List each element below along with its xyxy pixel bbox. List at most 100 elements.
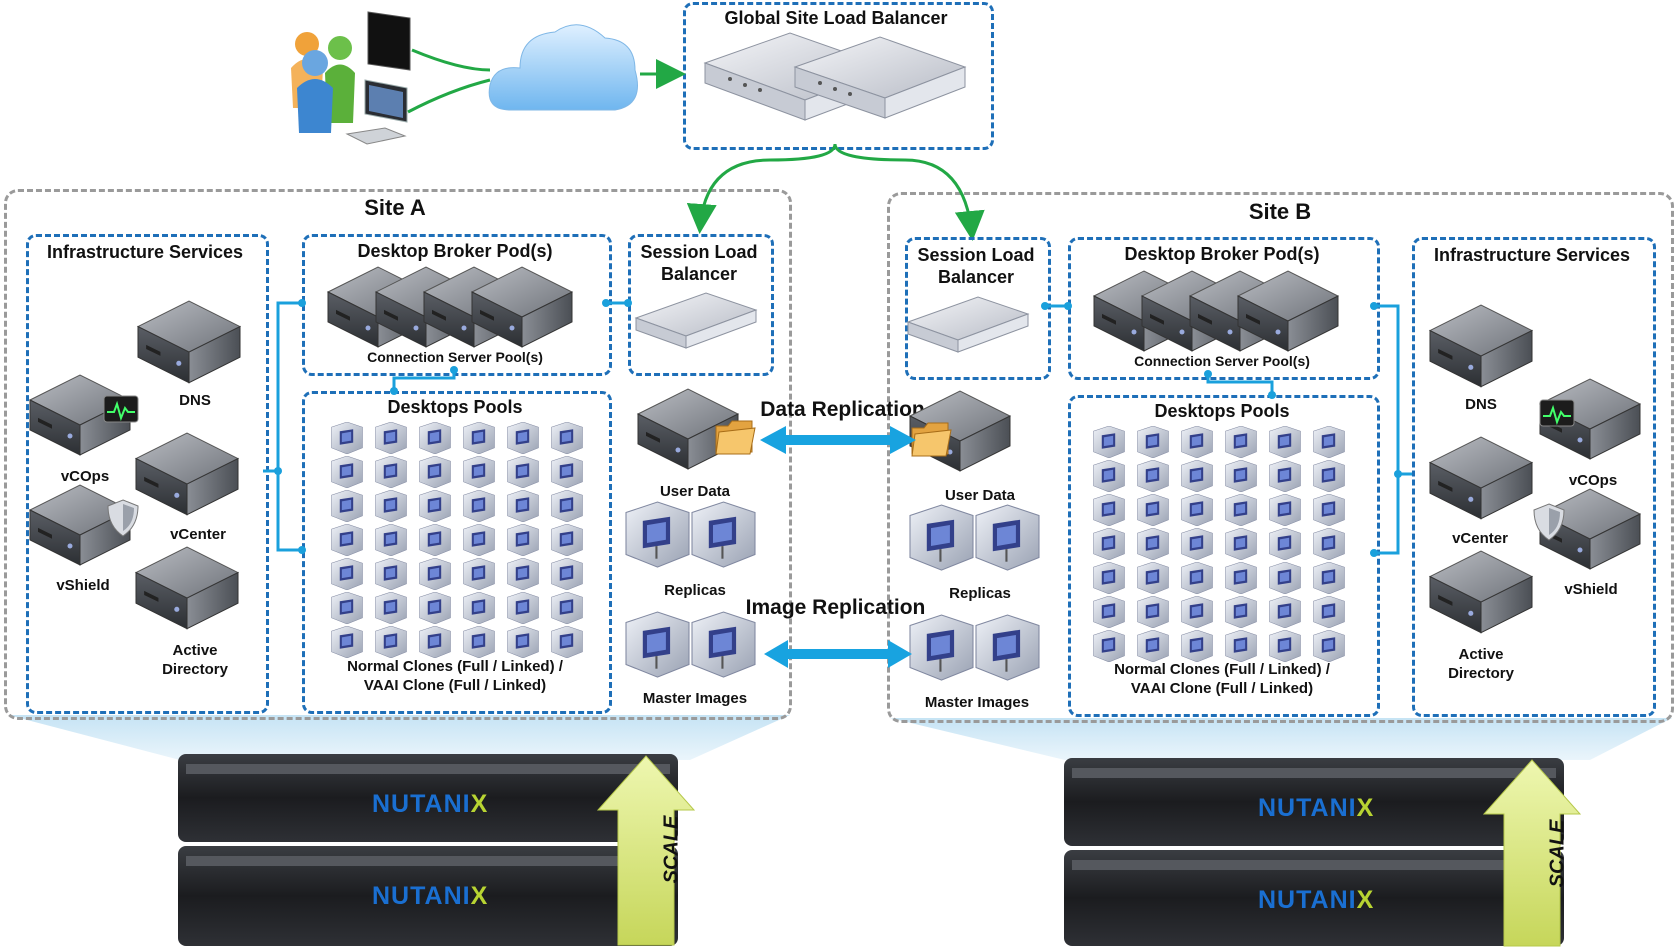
site-b-vshield-label: vShield [1564,581,1618,598]
site-a-pools-title: Desktops Pools [387,397,523,417]
site-a-user-data-label: User Data [659,483,731,500]
image-replication-label: Image Replication [745,596,926,619]
site-a-dns-server-icon [136,300,242,384]
site-b-desktop-vm-icon [1269,426,1301,458]
site-b-pools-caption: Normal Clones (Full / Linked) / VAAI Clo… [1114,661,1330,697]
site-b-desktop-vm-icon [1225,426,1257,458]
site-a-desktop-vm-icon [331,422,363,454]
site-a-replica-icon [691,501,756,568]
site-a-box [4,189,792,720]
site-a-desktop-vm-icon [375,524,407,556]
site-b-desktop-vm-icon [1093,426,1125,458]
site-b-vcops-label: vCOps [1568,472,1618,489]
site-a-desktop-vm-icon [507,456,539,488]
site-b-ad-server-icon [1428,550,1534,634]
site-a-desktop-vm-icon [419,490,451,522]
site-b-desktop-vm-icon [1225,460,1257,492]
site-a-pools-caption: Normal Clones (Full / Linked) / VAAI Clo… [347,658,563,694]
site-a-desktop-vm-icon [419,626,451,658]
site-a-desktop-vm-grid [328,422,588,660]
site-b-nutanix-hardware [1064,758,1582,947]
site-b-desktop-vm-icon [1269,494,1301,526]
site-b-desktop-vm-icon [1093,494,1125,526]
site-b-desktop-vm-icon [1313,494,1345,526]
site-b-desktop-vm-icon [1137,630,1169,662]
site-a-replica-icon [625,501,690,568]
site-a-desktop-vm-icon [331,456,363,488]
site-a-infra-box [26,234,269,714]
site-a-desktop-vm-icon [375,626,407,658]
site-b-scale-label: SCALE [1546,819,1569,888]
site-b-slb-title: Session Load Balancer [917,245,1035,287]
site-a-desktop-vm-icon [463,490,495,522]
site-b-infra-title: Infrastructure Services [1433,245,1631,265]
site-a-desktop-vm-icon [551,490,583,522]
site-a-connection-server-icon [470,266,574,348]
site-b-desktop-vm-icon [1313,630,1345,662]
site-b-vcenter-server-icon [1428,436,1534,520]
site-b-desktop-vm-icon [1093,596,1125,628]
site-b-desktop-vm-icon [1181,596,1213,628]
site-b-master-images-label: Master Images [924,694,1030,711]
global-lb-title: Global Site Load Balancer [724,8,948,28]
site-a-vshield-label: vShield [56,577,110,594]
site-a-desktop-vm-icon [551,524,583,556]
data-replication-label: Data Replication [760,398,925,421]
site-a-desktop-vm-icon [507,558,539,590]
site-a-session-lb-icon [634,292,758,349]
site-a-desktop-vm-icon [463,592,495,624]
site-a-title: Site A [364,195,426,220]
site-b-master-image-icon [975,614,1040,681]
site-a-desktop-vm-icon [551,558,583,590]
site-b-desktop-vm-icon [1313,528,1345,560]
site-b-nutanix-logo-bottom: NUTANIX [1258,886,1375,914]
site-b-box [887,192,1674,723]
site-a-desktop-vm-icon [331,558,363,590]
site-b-connection-server-icon [1236,270,1340,352]
site-b-desktop-vm-icon [1137,596,1169,628]
site-b-desktop-vm-icon [1313,426,1345,458]
site-a-desktop-vm-icon [551,592,583,624]
site-a-desktop-vm-icon [463,524,495,556]
site-a-nutanix-hardware [178,754,696,946]
site-a-desktop-vm-icon [507,490,539,522]
site-b-vcops-monitor-icon [1539,399,1575,427]
site-b-replica-icon [909,504,974,571]
site-b-desktop-vm-icon [1181,562,1213,594]
site-a-desktop-vm-icon [375,456,407,488]
site-b-desktop-vm-icon [1269,596,1301,628]
global-lb-appliances [703,32,967,121]
site-a-desktop-vm-icon [375,558,407,590]
site-b-desktop-vm-icon [1181,460,1213,492]
site-a-broker-title: Desktop Broker Pod(s) [357,241,553,261]
site-b-desktop-vm-icon [1137,528,1169,560]
site-b-desktop-vm-icon [1093,562,1125,594]
site-b-dns-server-icon [1428,304,1534,388]
site-b-pools-box [1068,395,1380,717]
site-a-slb-title: Session Load Balancer [640,242,758,284]
desktop-pc-icon [345,79,408,145]
site-a-desktop-vm-icon [507,422,539,454]
site-b-desktop-vm-icon [1137,426,1169,458]
site-a-vcenter-label: vCenter [170,526,226,543]
site-a-desktop-vm-icon [331,592,363,624]
site-a-scale-label: SCALE [660,815,683,884]
site-b-desktop-vm-icon [1093,528,1125,560]
site-b-desktop-vm-icon [1093,630,1125,662]
site-b-desktop-vm-icon [1093,460,1125,492]
site-b-replica-icon [975,504,1040,571]
site-b-vcenter-label: vCenter [1452,530,1508,547]
site-b-broker-title: Desktop Broker Pod(s) [1124,244,1320,264]
site-b-nutanix-logo-top: NUTANIX [1258,794,1375,822]
site-b-desktop-vm-icon [1181,630,1213,662]
site-b-desktop-vm-icon [1269,630,1301,662]
site-a-desktop-vm-icon [419,524,451,556]
site-b-master-image-icon [909,614,974,681]
site-a-user-data-folder-icon [715,420,756,455]
site-a-vcenter-server-icon [134,432,240,516]
site-b-user-data-folder-icon [911,422,952,457]
site-a-desktop-vm-icon [331,490,363,522]
site-b-desktop-vm-icon [1313,460,1345,492]
